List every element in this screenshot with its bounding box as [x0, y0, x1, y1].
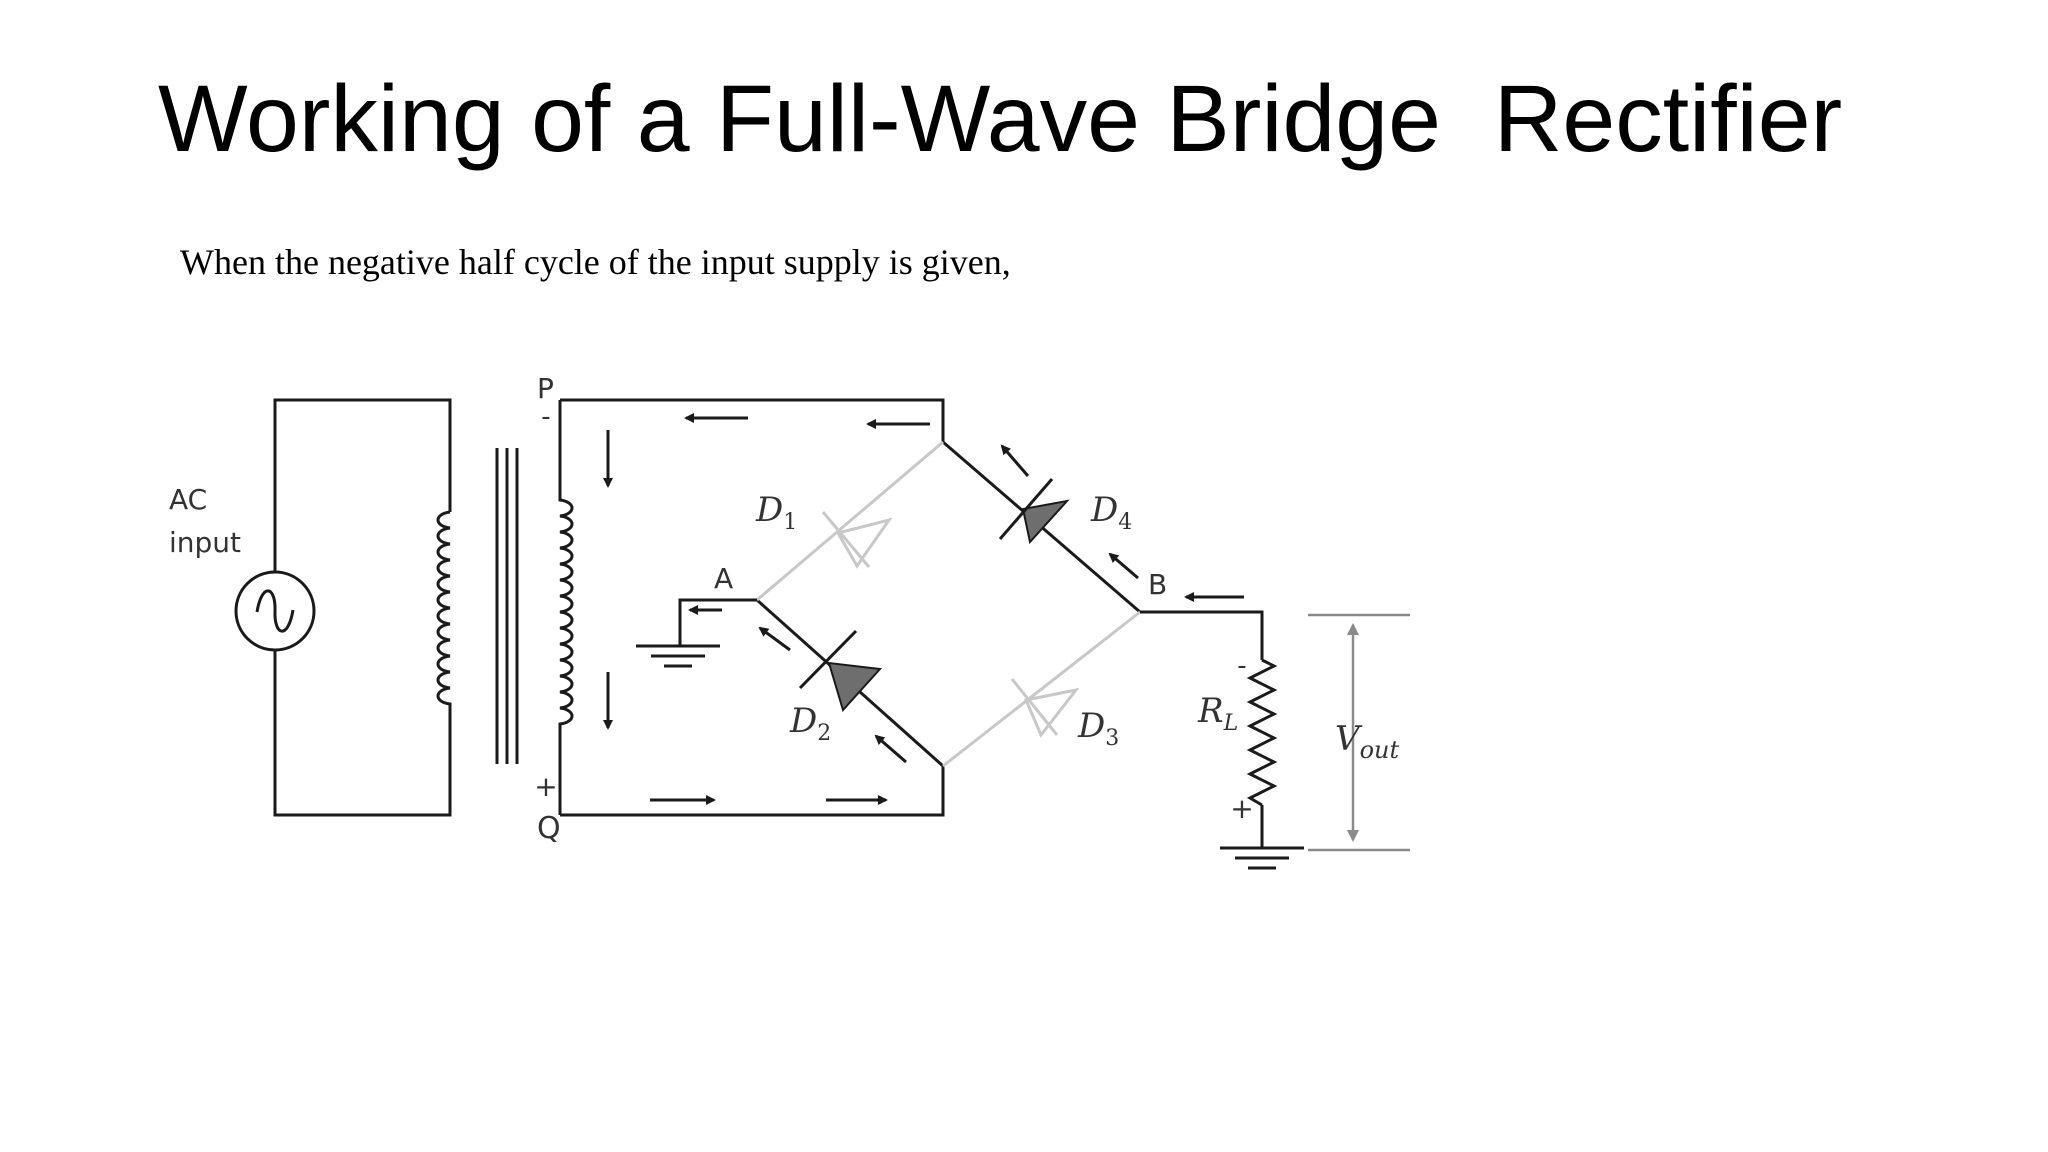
diode-d3-label: D3: [1077, 706, 1119, 751]
vout-label: Vout: [1335, 719, 1399, 764]
diode-d1-branch: [756, 440, 944, 602]
node-a-label: A: [714, 562, 733, 595]
diode-d3-branch: [942, 610, 1141, 768]
diode-d1-icon: [821, 511, 893, 569]
primary-circuit: [273, 398, 452, 817]
diode-d3-icon: [1010, 678, 1080, 738]
resistor-top-polarity: -: [1237, 651, 1246, 681]
load-wiring: [1140, 610, 1264, 848]
transformer: [436, 400, 574, 815]
slide-subtitle: When the negative half cycle of the inpu…: [180, 242, 1011, 282]
secondary-wiring: [560, 398, 945, 817]
ground-a-icon: [636, 598, 757, 668]
ground-load-icon: [1220, 846, 1304, 870]
arrow-d4-lower: [1108, 552, 1139, 580]
arrow-d2-lower: [874, 734, 907, 764]
diode-d1-label: D1: [755, 490, 797, 535]
ac-source-icon: [234, 570, 316, 652]
arrow-d2-upper: [758, 626, 791, 652]
vout-dimension: [1308, 613, 1410, 852]
diode-d4-icon: [998, 478, 1070, 545]
top-wire: [560, 398, 945, 442]
node-b-label: B: [1148, 568, 1167, 601]
slide-title: Working of a Full-Wave Bridge Rectifier: [158, 66, 1843, 172]
arrow-d4-upper: [1000, 444, 1030, 477]
diode-d2-label: D2: [789, 701, 831, 746]
terminal-p-label: P: [537, 372, 554, 405]
primary-coil-icon: [436, 510, 452, 710]
resistor-label: RL: [1197, 691, 1238, 736]
terminal-q-polarity: +: [534, 770, 557, 803]
resistor-bottom-polarity: +: [1230, 792, 1253, 825]
primary-loop-wire: [273, 398, 452, 817]
terminal-p-polarity: -: [541, 402, 550, 432]
diode-d4-label: D4: [1090, 490, 1132, 535]
transformer-core: [495, 448, 519, 764]
bottom-wire: [560, 766, 945, 817]
ac-input-label-line2: input: [169, 526, 241, 559]
ac-input-label-line1: AC: [169, 483, 207, 516]
secondary-coil-icon: [558, 400, 574, 815]
diode-d2-icon: [798, 629, 883, 712]
current-arrows: [603, 413, 1244, 805]
terminal-q-label: Q: [537, 811, 561, 846]
load-resistor-icon: [1246, 658, 1278, 807]
